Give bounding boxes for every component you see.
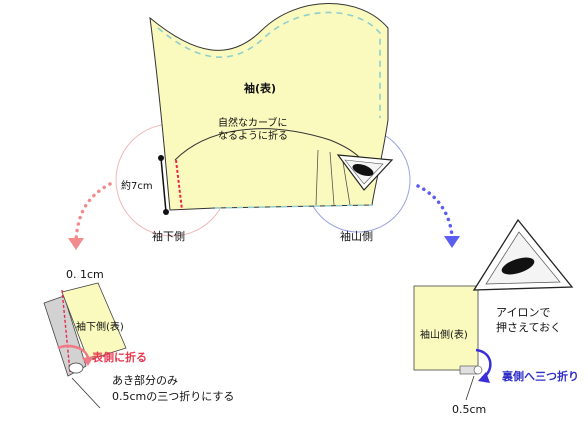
iron-note-line2: 押さえておく — [496, 320, 561, 334]
sleeve-fold-lines — [315, 149, 351, 206]
curved-arrow-pink-icon — [57, 344, 90, 359]
upper-side-detail — [413, 285, 492, 383]
blue-guide-arrow — [416, 184, 460, 248]
lower-side-detail — [43, 282, 127, 377]
fold-to-front-label: 表側に折る — [91, 350, 147, 364]
opening-note-line1: あき部分のみ — [112, 373, 178, 387]
approx-length-label: 約7cm — [121, 179, 153, 192]
length-indicator — [158, 155, 169, 215]
curve-note-line1: 自然なカーブに — [218, 116, 287, 129]
fold-width-bottom-label: 0.5cm — [452, 403, 486, 416]
lower-seam-fold — [175, 159, 183, 211]
fold-to-back-label: 裏側へ三つ折り — [501, 369, 579, 383]
opening-pointer-line — [71, 377, 101, 409]
sleeve-piece — [149, 3, 389, 211]
iron-note-line1: アイロンで — [496, 306, 550, 319]
opening-note-line2: 0.5cmの三つ折りにする — [112, 389, 234, 403]
sleeve-hem-stitch — [214, 204, 373, 209]
fold-width-top-label: 0. 1cm — [66, 268, 104, 281]
fold-width-bottom-pointer — [465, 375, 475, 401]
sleeve-front-label: 袖(表) — [244, 81, 276, 95]
upper-side-label: 袖山側 — [340, 229, 373, 243]
upper-side-front-label: 袖山側(表) — [420, 328, 468, 341]
pink-guide-arrow — [68, 182, 112, 250]
sleeve-stitch-line — [157, 11, 381, 118]
curve-note-line2: なるように折る — [218, 129, 288, 142]
lower-side-label: 袖下側 — [152, 229, 185, 243]
iron-icon — [336, 154, 394, 191]
lower-side-front-label: 袖下側(表) — [76, 320, 124, 333]
lower-detail-seam — [61, 289, 71, 373]
sleeve-fold-edge — [174, 128, 363, 161]
iron-icon-large — [472, 218, 574, 291]
